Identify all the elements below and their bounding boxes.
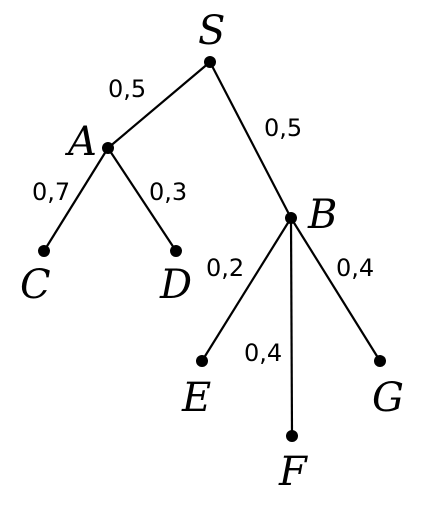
node-dot-d [170,245,182,257]
node-label-c: C [20,262,51,308]
node-label-b: B [307,192,337,238]
prob-label-s-a: 0,5 [108,75,146,103]
node-dot-b [285,212,297,224]
edge-a-d [107,147,177,252]
node-label-a: A [64,119,97,165]
node-labels: S A B C D E F G [20,8,404,495]
node-label-s: S [198,8,225,54]
node-dot-s [204,56,216,68]
node-label-g: G [372,375,404,421]
edge-b-g [290,217,381,362]
node-dot-a [102,142,114,154]
prob-label-a-c: 0,7 [32,178,70,206]
node-dot-f [286,430,298,442]
prob-label-b-f: 0,4 [244,339,282,367]
edge-b-e [201,217,292,362]
prob-label-a-d: 0,3 [149,178,187,206]
node-dot-e [196,355,208,367]
node-label-f: F [278,449,308,495]
edges [43,61,381,437]
node-dots [38,56,386,442]
prob-label-b-g: 0,4 [336,254,374,282]
prob-label-s-b: 0,5 [264,114,302,142]
node-label-e: E [181,375,211,421]
edge-s-a [107,61,211,149]
edge-a-c [43,147,109,252]
edge-s-b [209,61,292,219]
node-label-d: D [159,262,192,308]
probability-labels: 0,5 0,5 0,7 0,3 0,2 0,4 0,4 [32,75,374,367]
prob-label-b-e: 0,2 [206,254,244,282]
node-dot-g [374,355,386,367]
edge-b-f [289,217,294,437]
node-dot-c [38,245,50,257]
